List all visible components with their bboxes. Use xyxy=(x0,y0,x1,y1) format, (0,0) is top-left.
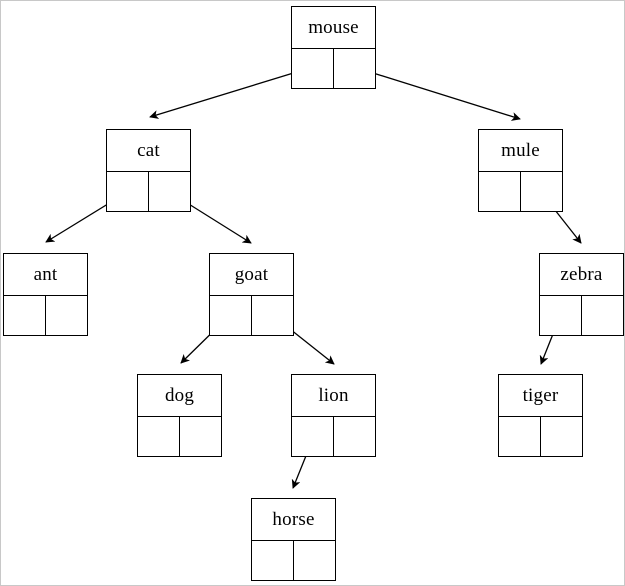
tree-node-label: mouse xyxy=(292,7,375,49)
tree-node-label: horse xyxy=(252,499,335,541)
tree-node-pointer-cells xyxy=(292,49,375,88)
tree-node-zebra[interactable]: zebra xyxy=(539,253,624,336)
tree-node-pointer-cells xyxy=(292,417,375,456)
tree-node-right-pointer-cell xyxy=(333,417,375,456)
tree-node-mule[interactable]: mule xyxy=(478,129,563,212)
tree-node-left-pointer-cell xyxy=(210,296,252,335)
tree-node-pointer-cells xyxy=(499,417,582,456)
tree-node-right-pointer-cell xyxy=(540,417,582,456)
tree-node-ant[interactable]: ant xyxy=(3,253,88,336)
tree-node-pointer-cells xyxy=(252,541,335,580)
tree-node-label: cat xyxy=(107,130,190,172)
tree-node-right-pointer-cell xyxy=(251,296,293,335)
tree-node-pointer-cells xyxy=(138,417,221,456)
tree-node-horse[interactable]: horse xyxy=(251,498,336,581)
tree-node-left-pointer-cell xyxy=(292,417,334,456)
tree-node-label: zebra xyxy=(540,254,623,296)
tree-node-lion[interactable]: lion xyxy=(291,374,376,457)
tree-node-mouse[interactable]: mouse xyxy=(291,6,376,89)
tree-node-left-pointer-cell xyxy=(107,172,149,211)
tree-node-right-pointer-cell xyxy=(179,417,221,456)
tree-node-label: goat xyxy=(210,254,293,296)
tree-node-left-pointer-cell xyxy=(540,296,582,335)
tree-node-left-pointer-cell xyxy=(252,541,294,580)
tree-node-right-pointer-cell xyxy=(148,172,190,211)
tree-node-label: mule xyxy=(479,130,562,172)
tree-edge-mouse-cat xyxy=(149,66,314,119)
tree-node-right-pointer-cell xyxy=(45,296,87,335)
tree-node-dog[interactable]: dog xyxy=(137,374,222,457)
tree-node-pointer-cells xyxy=(479,172,562,211)
tree-node-left-pointer-cell xyxy=(4,296,46,335)
tree-node-tiger[interactable]: tiger xyxy=(498,374,583,457)
tree-node-pointer-cells xyxy=(210,296,293,335)
tree-node-pointer-cells xyxy=(540,296,623,335)
tree-node-label: tiger xyxy=(499,375,582,417)
tree-node-cat[interactable]: cat xyxy=(106,129,191,212)
tree-node-pointer-cells xyxy=(107,172,190,211)
tree-node-goat[interactable]: goat xyxy=(209,253,294,336)
tree-node-left-pointer-cell xyxy=(292,49,334,88)
tree-node-left-pointer-cell xyxy=(499,417,541,456)
tree-node-right-pointer-cell xyxy=(520,172,562,211)
tree-node-right-pointer-cell xyxy=(293,541,335,580)
tree-node-left-pointer-cell xyxy=(138,417,180,456)
tree-node-label: lion xyxy=(292,375,375,417)
tree-node-label: ant xyxy=(4,254,87,296)
tree-node-label: dog xyxy=(138,375,221,417)
tree-node-left-pointer-cell xyxy=(479,172,521,211)
tree-node-right-pointer-cell xyxy=(333,49,375,88)
tree-edge-mouse-mule xyxy=(353,66,521,121)
tree-node-right-pointer-cell xyxy=(581,296,623,335)
tree-node-pointer-cells xyxy=(4,296,87,335)
